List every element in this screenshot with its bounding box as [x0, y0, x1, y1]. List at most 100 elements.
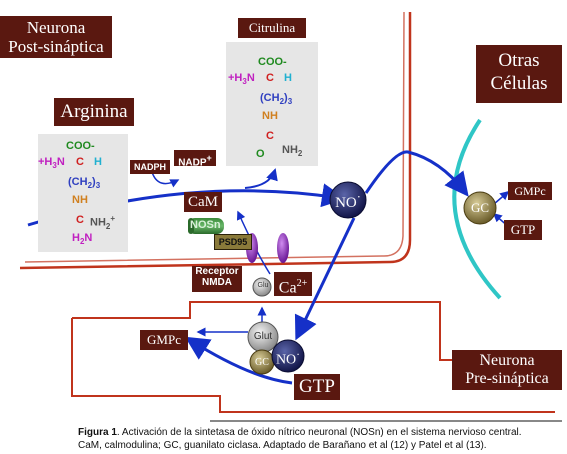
citrulline-arrow	[244, 168, 278, 189]
arg-ch2-close: )	[92, 176, 96, 188]
caption-line2: CaM, calmodulina; GC, guanilato ciclasa.…	[78, 439, 487, 451]
other-cells-label: Otras Células	[476, 45, 562, 103]
cit-ch2-close: )	[284, 92, 288, 104]
arg-h3n: +H3N	[38, 156, 65, 170]
nadp-text: NADP	[178, 157, 207, 169]
no-pre-text: NO	[275, 352, 297, 368]
gmpc-pre-label: GMPc	[140, 330, 188, 350]
nosn-label: NOSn	[190, 219, 221, 231]
cit-nh2-sub: 2	[297, 149, 303, 159]
post-synaptic-membrane	[19, 12, 412, 270]
arg-h: H	[94, 156, 102, 168]
ca-sup: 2+	[296, 278, 308, 289]
arg-nh2plus: NH2+	[90, 214, 115, 231]
cit-c2: C	[266, 130, 274, 142]
post-synaptic-membrane-inner	[24, 11, 405, 263]
caption-text1: . Activación de la sintetasa de óxido ní…	[116, 427, 522, 438]
cam-label: CaM	[184, 192, 222, 212]
nosn-enzyme	[188, 218, 224, 234]
nadph-arrow	[151, 171, 180, 188]
arg-c: C	[76, 156, 84, 168]
no-pre-sup: ·	[296, 348, 301, 361]
arg-h3n-n: N	[56, 156, 65, 168]
gtp-right-label: GTP	[504, 220, 542, 240]
ca-text: Ca	[278, 279, 297, 297]
arg-coo: COO-	[66, 140, 95, 152]
arg-nh2plus-sup: +	[110, 214, 116, 223]
cit-h3n-h: +H	[228, 72, 243, 84]
cit-nh2-text: NH	[282, 144, 298, 156]
other-cell-membrane	[452, 118, 502, 300]
arg-h3n-sub: 3	[52, 161, 57, 171]
other-cells-line2: Células	[490, 73, 548, 94]
cit-ch2-sub: 2	[279, 97, 285, 107]
gc-right-molecule	[463, 191, 497, 225]
cit-h3n-n: N	[246, 72, 255, 84]
gc-pre-label: GC	[255, 357, 269, 368]
citrulline-label: Citrulina	[238, 18, 306, 38]
no-label: NO·	[334, 190, 362, 212]
arg-nh: NH	[72, 194, 88, 206]
gc-right-label: GC	[470, 200, 490, 215]
nadp-sup: +	[206, 153, 212, 163]
arginine-structure-panel: COO- +H3N C H (CH2)3 NH C NH2+ H2N	[38, 134, 128, 252]
arg-c2: C	[76, 214, 84, 226]
gtp-to-gmpc-arrow	[184, 336, 293, 385]
arg-ch2-n: 3	[95, 181, 101, 191]
figure-caption: Figura 1. Activación de la sintetasa de …	[78, 427, 522, 452]
pre-synaptic-line1: Neurona	[479, 352, 535, 369]
post-synaptic-line1: Neurona	[26, 18, 86, 37]
arg-h2n-sub: 2	[79, 237, 85, 247]
arg-h2n-n: N	[84, 232, 93, 244]
no-molecule	[329, 181, 367, 219]
cit-h3n-sub: 3	[242, 77, 247, 87]
cit-coo: COO-	[258, 56, 287, 68]
glu-molecule	[252, 277, 272, 297]
arg-nh2plus-sub: 2	[105, 221, 111, 231]
arg-h2n-h: H	[72, 232, 80, 244]
pre-synaptic-neuron-label: Neurona Pre-sináptica	[452, 350, 562, 390]
calcium-label: Ca2+	[274, 272, 312, 296]
pre-synaptic-line2: Pre-sináptica	[465, 370, 549, 387]
other-cells-line1: Otras	[498, 50, 540, 71]
no-text: NO	[335, 195, 357, 211]
cit-nh: NH	[262, 110, 278, 122]
glut-label: Glut	[253, 331, 273, 342]
nmda-receptor-subunit-right	[277, 233, 289, 263]
receptor-line2: NMDA	[202, 277, 232, 288]
glu-label: Glu	[257, 282, 269, 289]
psd95-label: PSD95	[214, 234, 252, 250]
cit-c: C	[266, 72, 274, 84]
receptor-line1: Receptor	[195, 266, 239, 277]
gtp-pre-label: GTP	[294, 374, 340, 400]
arg-ch2: (CH2)3	[68, 176, 100, 190]
gmpc-right-label: GMPc	[508, 182, 552, 200]
caption-line1: Figura 1. Activación de la sintetasa de …	[78, 427, 522, 440]
arg-h2n: H2N	[72, 232, 92, 246]
nmda-receptor-label: Receptor NMDA	[192, 266, 242, 292]
cit-nh2: NH2	[282, 144, 302, 158]
nadph-label: NADPH	[130, 160, 170, 174]
no-sup: ·	[356, 190, 361, 204]
arg-ch2-text: (CH	[68, 176, 88, 188]
cit-ch2-text: (CH	[260, 92, 280, 104]
no-pre-molecule	[271, 339, 305, 373]
cit-o: O	[256, 148, 265, 160]
nadp-plus-label: NADP+	[174, 150, 216, 169]
no-pre-label: NO·	[274, 348, 302, 369]
cit-h: H	[284, 72, 292, 84]
cit-ch2: (CH2)3	[260, 92, 292, 106]
post-synaptic-line2: Post-sináptica	[8, 37, 104, 56]
caption-prefix: Figura 1	[78, 427, 117, 438]
arg-nh2plus-text: NH	[90, 216, 106, 229]
arginine-label: Arginina	[54, 98, 134, 126]
post-synaptic-neuron-label: Neurona Post-sináptica	[0, 16, 112, 58]
cit-ch2-n: 3	[287, 97, 293, 107]
arg-h3n-h: +H	[38, 156, 53, 168]
citrulline-structure-panel: COO- +H3N C H (CH2)3 NH C O NH2	[226, 42, 318, 166]
cit-h3n: +H3N	[228, 72, 255, 86]
no-to-gc-arrow	[364, 150, 469, 197]
arg-ch2-sub: 2	[87, 181, 93, 191]
gc-to-gmpc-arrow	[493, 191, 510, 205]
